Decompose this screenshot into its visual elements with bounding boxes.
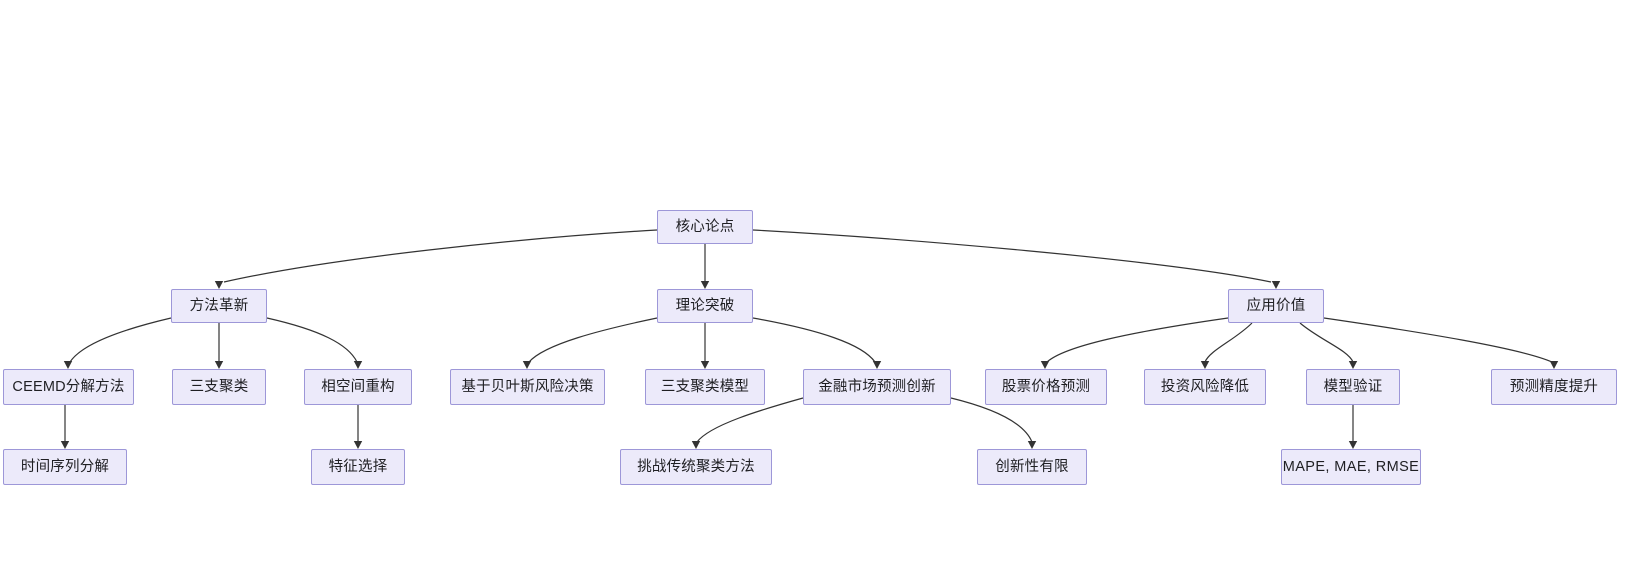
- node-label: 特征选择: [328, 458, 388, 475]
- node-n2c2[interactable]: 创新性有限: [977, 449, 1087, 485]
- node-label: 方法革新: [189, 297, 249, 314]
- node-n1b[interactable]: 三支聚类: [172, 369, 266, 405]
- node-label: 股票价格预测: [1001, 378, 1091, 395]
- node-label: 金融市场预测创新: [818, 378, 936, 395]
- arrowhead-n3-to-n3c: [1348, 361, 1358, 369]
- node-label: CEEMD分解方法: [12, 378, 125, 395]
- node-n3d[interactable]: 预测精度提升: [1491, 369, 1617, 405]
- edge-root-to-n3: [752, 229, 1272, 283]
- arrowhead-root-to-n2: [700, 281, 710, 289]
- node-label: 预测精度提升: [1509, 378, 1599, 395]
- node-label: 核心论点: [675, 218, 735, 235]
- edge-n1-to-n1a: [69, 317, 172, 363]
- node-root[interactable]: 核心论点: [657, 210, 753, 244]
- arrowhead-n3-to-n3d: [1549, 361, 1559, 369]
- node-label: 相空间重构: [321, 378, 395, 395]
- node-label: 三支聚类模型: [660, 378, 750, 395]
- node-n1c1[interactable]: 特征选择: [311, 449, 405, 485]
- arrowhead-n2-to-n2b: [700, 361, 710, 369]
- node-label: 创新性有限: [995, 458, 1069, 475]
- node-n2b[interactable]: 三支聚类模型: [645, 369, 765, 405]
- node-n2a[interactable]: 基于贝叶斯风险决策: [450, 369, 605, 405]
- edge-n3-to-n3d: [1323, 317, 1553, 363]
- arrowhead-n1-to-n1a: [63, 361, 73, 369]
- node-n1a[interactable]: CEEMD分解方法: [3, 369, 134, 405]
- node-label: 基于贝叶斯风险决策: [461, 378, 594, 395]
- arrowhead-n1a-to-n1a1: [60, 441, 70, 449]
- node-label: 理论突破: [675, 297, 735, 314]
- node-label: 时间序列分解: [20, 458, 110, 475]
- node-label: 模型验证: [1323, 378, 1383, 395]
- node-n2[interactable]: 理论突破: [657, 289, 753, 323]
- node-n1a1[interactable]: 时间序列分解: [3, 449, 127, 485]
- node-n3a[interactable]: 股票价格预测: [985, 369, 1107, 405]
- arrowhead-n2-to-n2a: [522, 361, 532, 369]
- node-n3c[interactable]: 模型验证: [1306, 369, 1400, 405]
- node-n3[interactable]: 应用价值: [1228, 289, 1324, 323]
- node-n3c1[interactable]: MAPE, MAE, RMSE: [1281, 449, 1421, 485]
- node-label: 投资风险降低: [1160, 378, 1250, 395]
- arrowhead-n1c-to-n1c1: [353, 441, 363, 449]
- arrowhead-n3-to-n3a: [1040, 361, 1050, 369]
- arrowhead-n3c-to-n3c1: [1348, 441, 1358, 449]
- node-n2c1[interactable]: 挑战传统聚类方法: [620, 449, 772, 485]
- edge-n3-to-n3b: [1204, 322, 1253, 363]
- edge-root-to-n1: [223, 229, 658, 283]
- edge-n2-to-n2a: [528, 317, 658, 363]
- arrowhead-n1-to-n1b: [214, 361, 224, 369]
- edge-n3-to-n3a: [1046, 317, 1229, 363]
- edge-n1-to-n1c: [266, 317, 358, 363]
- edge-n2-to-n2c: [752, 317, 876, 363]
- arrowhead-n2c-to-n2c1: [691, 441, 701, 449]
- node-n1[interactable]: 方法革新: [171, 289, 267, 323]
- arrowhead-root-to-n3: [1271, 281, 1281, 289]
- node-label: 三支聚类: [189, 378, 249, 395]
- arrowhead-n3-to-n3b: [1200, 361, 1210, 369]
- arrowhead-n2c-to-n2c2: [1027, 441, 1037, 449]
- node-label: 应用价值: [1246, 297, 1306, 314]
- edge-n3-to-n3c: [1299, 322, 1354, 363]
- node-n2c[interactable]: 金融市场预测创新: [803, 369, 951, 405]
- node-n3b[interactable]: 投资风险降低: [1144, 369, 1266, 405]
- arrowhead-n1-to-n1c: [353, 361, 363, 369]
- node-label: MAPE, MAE, RMSE: [1282, 458, 1420, 475]
- node-n1c[interactable]: 相空间重构: [304, 369, 412, 405]
- node-label: 挑战传统聚类方法: [637, 458, 755, 475]
- arrowhead-n2-to-n2c: [872, 361, 882, 369]
- arrowhead-root-to-n1: [214, 281, 224, 289]
